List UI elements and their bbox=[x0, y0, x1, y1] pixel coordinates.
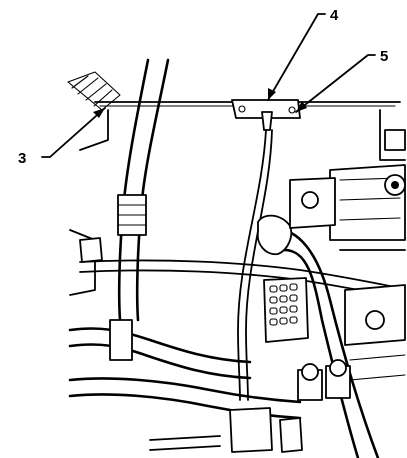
arrowhead-3 bbox=[93, 108, 105, 118]
leader-5 bbox=[295, 54, 376, 113]
leader-lines bbox=[41, 13, 376, 158]
grid-block bbox=[263, 277, 309, 343]
lower-pipes bbox=[68, 229, 302, 420]
left-hose bbox=[117, 58, 170, 322]
leader-4 bbox=[267, 13, 326, 101]
leader-3 bbox=[41, 107, 106, 158]
central-hose bbox=[256, 214, 380, 458]
callout-5-label: 5 bbox=[380, 48, 388, 65]
mounting-plate bbox=[231, 99, 301, 131]
arrowhead-4 bbox=[268, 88, 276, 100]
thin-tube bbox=[237, 129, 273, 401]
callout-3-label: 3 bbox=[18, 150, 26, 167]
bottom-fittings bbox=[149, 359, 351, 453]
hatched-panel bbox=[67, 71, 121, 111]
right-assembly bbox=[289, 109, 406, 381]
callout-4-label: 4 bbox=[330, 7, 339, 24]
arrowhead-5 bbox=[296, 101, 307, 112]
